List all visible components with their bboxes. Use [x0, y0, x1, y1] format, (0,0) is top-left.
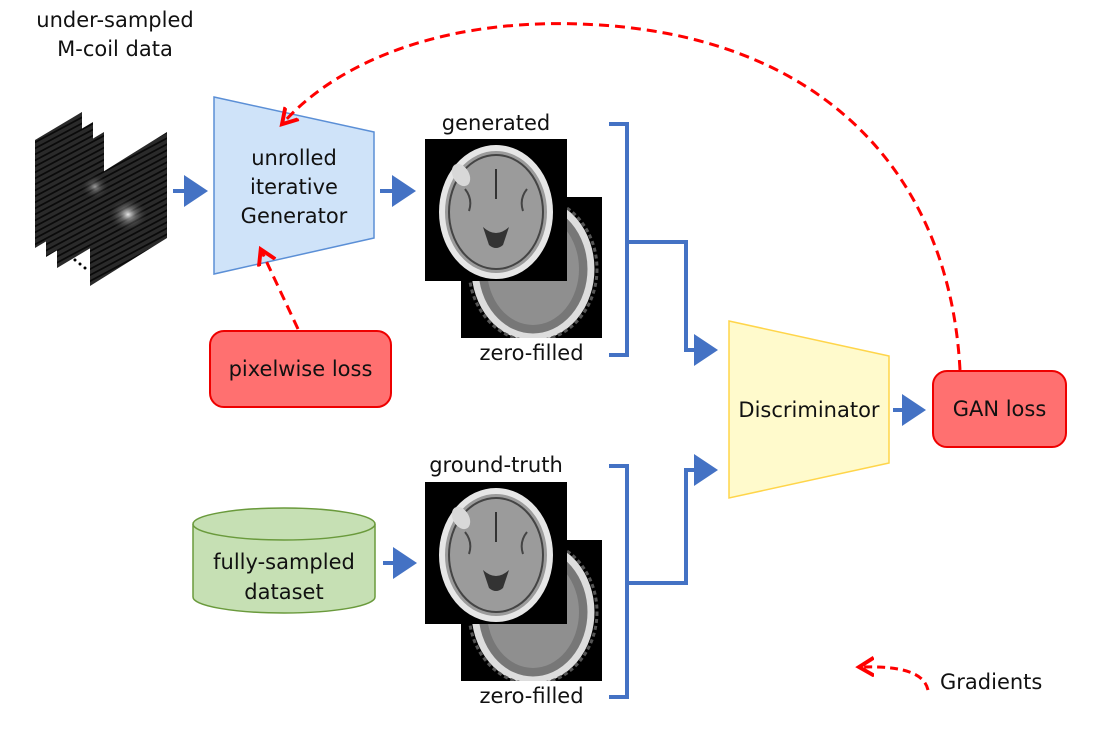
legend-gradients-label: Gradients — [940, 670, 1043, 694]
zero-filled-label-top: zero-filled — [479, 341, 584, 365]
input-label-line1: under-sampled — [36, 8, 194, 32]
ground-truth-image — [425, 482, 567, 624]
gradient-arrow-pixelwise-to-generator — [262, 252, 300, 330]
pixelwise-loss-box — [209, 330, 392, 408]
ellipsis-dots — [73, 258, 87, 270]
zero-filled-label-bottom: zero-filled — [479, 684, 584, 708]
discriminator-block — [728, 320, 890, 499]
generator-label-line1: unrolled — [251, 146, 337, 170]
input-label-line2: M-coil data — [57, 37, 173, 61]
gradient-arrow-ganloss-to-generator — [284, 22, 962, 371]
generated-label: generated — [441, 111, 551, 135]
generated-image — [425, 139, 567, 281]
connector-groundtruth-to-discriminator — [627, 454, 718, 585]
generator-label-line2: iterative — [250, 175, 338, 199]
gan-loss-box — [932, 370, 1067, 448]
dataset-cylinder — [192, 507, 376, 614]
connector-generated-to-discriminator — [627, 240, 718, 366]
gan-loss-label: GAN loss — [952, 397, 1047, 421]
ground-truth-label: ground-truth — [429, 453, 563, 477]
pixelwise-loss-label: pixelwise loss — [228, 357, 373, 381]
kspace-coil-stack — [35, 112, 167, 286]
dataset-label-line1: fully-sampled — [213, 550, 355, 574]
bracket-generated-pair — [609, 122, 629, 357]
legend-gradient-arrow-icon — [862, 667, 930, 691]
generator-block — [213, 96, 375, 275]
dataset-label-line2: dataset — [244, 580, 324, 604]
bracket-groundtruth-pair — [609, 464, 629, 699]
discriminator-label: Discriminator — [738, 398, 880, 422]
generator-label-line3: Generator — [240, 204, 348, 228]
